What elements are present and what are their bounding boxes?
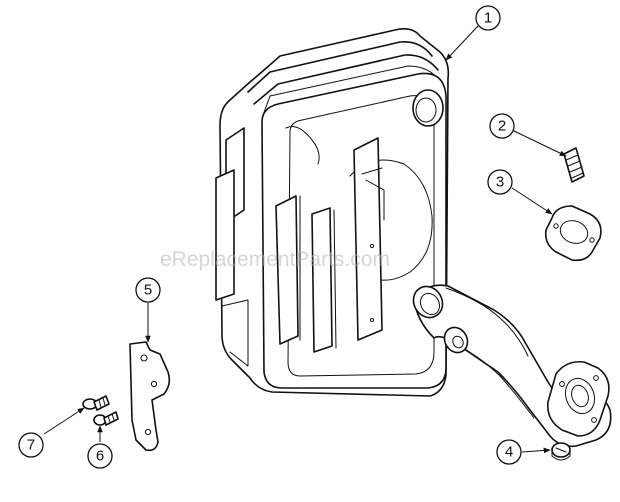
plug <box>551 442 571 461</box>
callout-1-label: 1 <box>484 10 492 27</box>
muffler-body <box>215 28 450 397</box>
exhaust-pipe <box>412 284 612 448</box>
callout-3: 3 <box>487 169 513 195</box>
callout-2: 2 <box>489 113 515 139</box>
callout-6-label: 6 <box>96 448 104 465</box>
callout-7: 7 <box>18 432 44 458</box>
callout-1: 1 <box>475 5 501 31</box>
gasket <box>544 205 602 262</box>
screw-6 <box>93 411 119 426</box>
callout-4-label: 4 <box>505 444 513 461</box>
muffler-bracket <box>129 341 171 452</box>
callout-4: 4 <box>496 439 522 465</box>
callout-5: 5 <box>135 277 161 303</box>
watermark: eReplacementParts.com <box>160 248 390 271</box>
callout-6: 6 <box>87 443 113 469</box>
callout-5-label: 5 <box>144 282 152 299</box>
callout-7-label: 7 <box>27 437 35 454</box>
callout-3-label: 3 <box>496 174 504 191</box>
callout-2-label: 2 <box>498 118 506 135</box>
stud <box>563 147 585 183</box>
screw-7 <box>82 395 110 411</box>
